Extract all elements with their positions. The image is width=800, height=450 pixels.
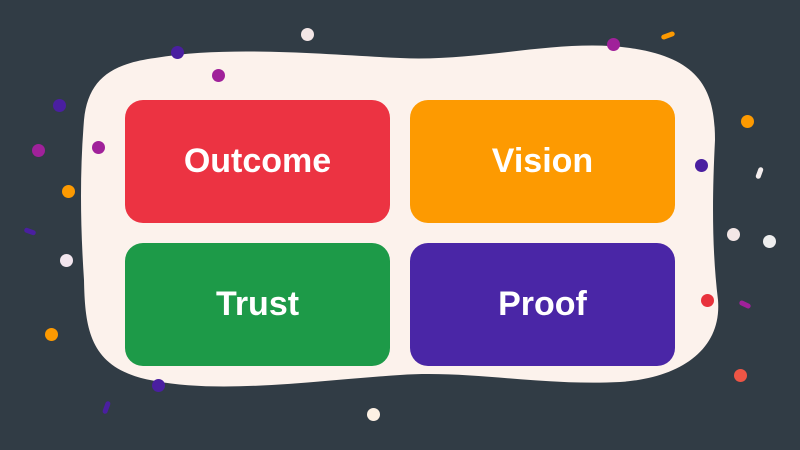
confetti-dot bbox=[701, 294, 714, 307]
trust-card[interactable]: Trust bbox=[125, 243, 390, 366]
confetti-dot bbox=[763, 235, 776, 248]
confetti-dot bbox=[727, 228, 740, 241]
confetti-dot bbox=[62, 185, 75, 198]
vision-label: Vision bbox=[491, 142, 594, 180]
confetti-dot bbox=[367, 408, 380, 421]
confetti-dot bbox=[301, 28, 314, 41]
confetti-dot bbox=[171, 46, 184, 59]
confetti-dot bbox=[53, 99, 66, 112]
outcome-label: Outcome bbox=[183, 142, 332, 180]
confetti-dot bbox=[695, 159, 708, 172]
confetti-dot bbox=[45, 328, 58, 341]
confetti-dot bbox=[734, 369, 747, 382]
vision-card[interactable]: Vision bbox=[410, 100, 675, 223]
confetti-dot bbox=[92, 141, 105, 154]
confetti-dot bbox=[607, 38, 620, 51]
trust-label: Trust bbox=[215, 285, 300, 323]
outcome-card[interactable]: Outcome bbox=[125, 100, 390, 223]
confetti-dot bbox=[212, 69, 225, 82]
confetti-dot bbox=[741, 115, 754, 128]
proof-label: Proof bbox=[498, 285, 587, 323]
confetti-dot bbox=[60, 254, 73, 267]
confetti-dot bbox=[152, 379, 165, 392]
confetti-dot bbox=[32, 144, 45, 157]
proof-card[interactable]: Proof bbox=[410, 243, 675, 366]
